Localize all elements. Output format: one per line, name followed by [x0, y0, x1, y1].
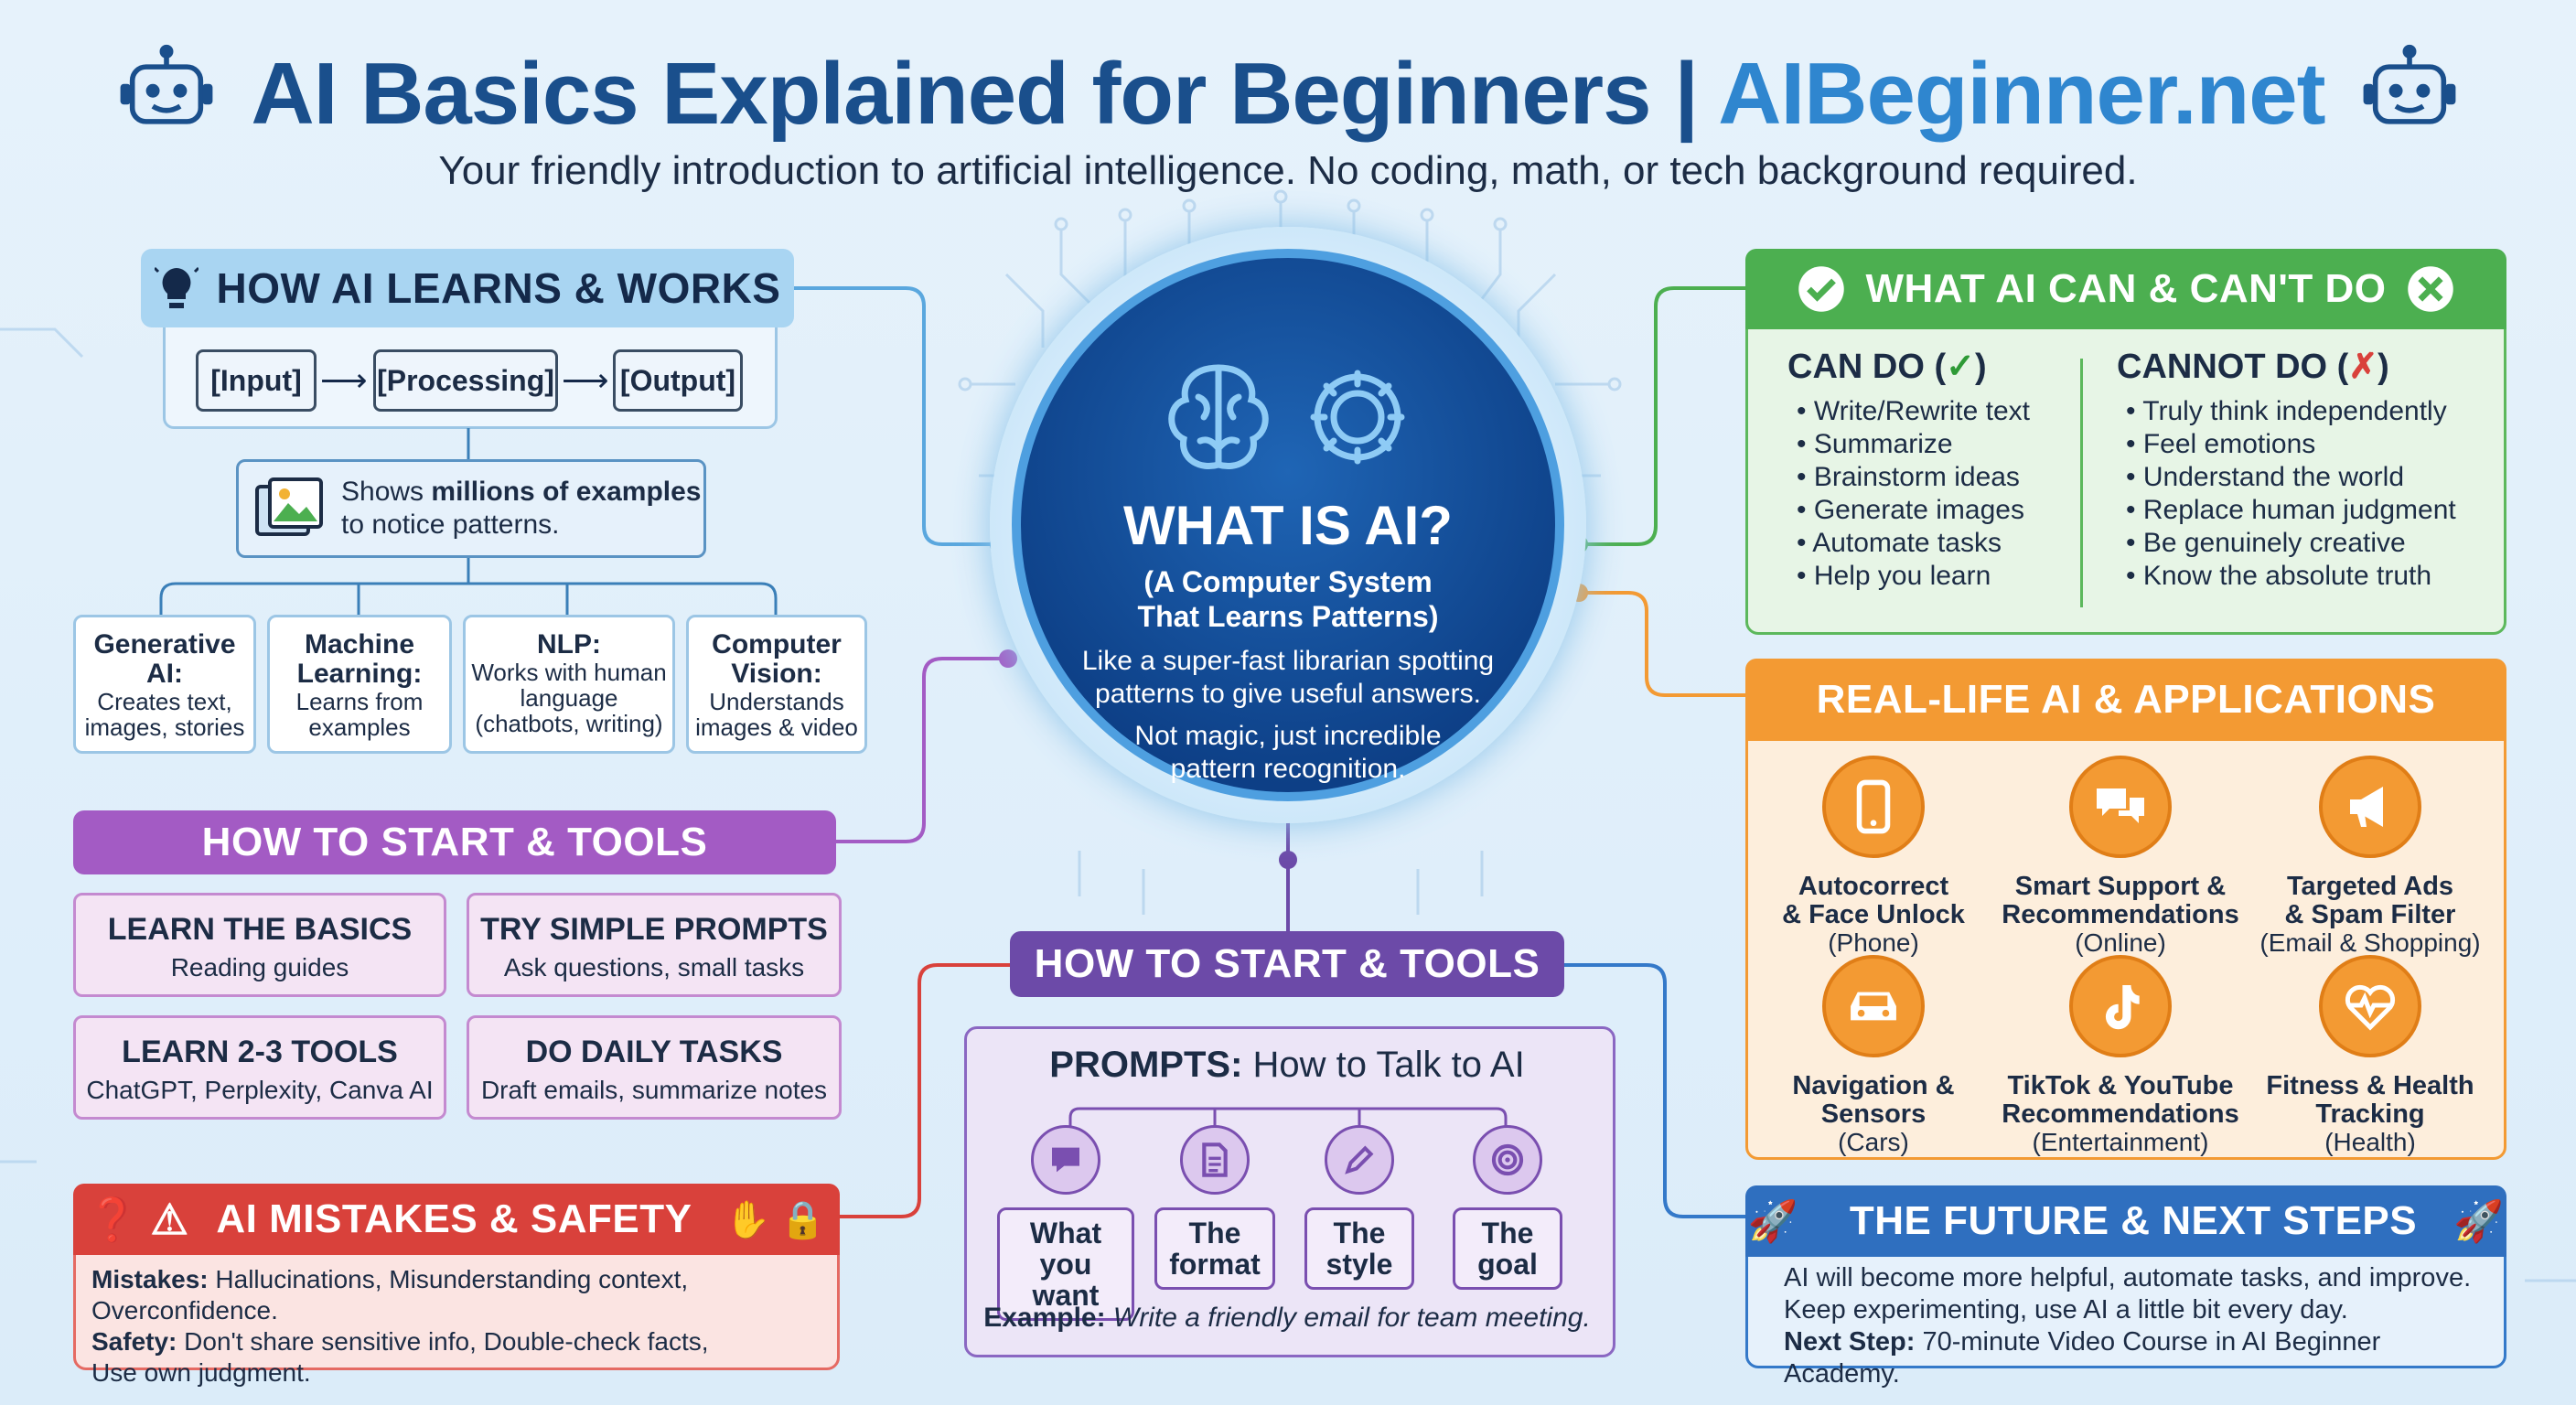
rocket-icon: 🚀 — [2453, 1199, 2505, 1244]
flow-output: [Output] — [613, 349, 743, 412]
can-do-title: CAN DO (✓) — [1787, 348, 1987, 386]
list-item: Know the absolute truth — [2126, 560, 2456, 593]
app-ads: Targeted Ads& Spam Filter(Email & Shoppi… — [2256, 756, 2485, 957]
chat-bubbles-icon — [2069, 756, 2172, 858]
start-tools-header: HOW TO START & TOOLS — [73, 810, 836, 874]
arrow-right-icon: ⟶ — [562, 361, 609, 399]
list-item: Help you learn — [1797, 560, 2030, 593]
target-icon — [1473, 1125, 1542, 1195]
category-computer-vision: Computer Vision:Understands images & vid… — [686, 615, 867, 754]
prompts-title: PROMPTS: How to Talk to AI — [1049, 1045, 1525, 1085]
flow-processing: [Processing] — [373, 349, 558, 412]
list-item: Summarize — [1797, 428, 2030, 461]
robot-icon — [2363, 44, 2456, 124]
list-item: Generate images — [1797, 494, 2030, 527]
cross-icon: ✗ — [2348, 348, 2378, 386]
future-header: 🚀 THE FUTURE & NEXT STEPS 🚀 — [1745, 1185, 2506, 1257]
prompts-header: HOW TO START & TOOLS — [1010, 931, 1564, 997]
cannot-do-list: Truly think independently Feel emotions … — [2126, 395, 2456, 593]
page-title: AI Basics Explained for Beginners | AIBe… — [251, 45, 2325, 143]
divider — [2080, 359, 2083, 607]
app-phone: Autocorrect& Face Unlock(Phone) — [1766, 756, 1981, 957]
document-icon — [1180, 1125, 1250, 1195]
brand-name: AIBeginner.net — [1718, 45, 2325, 143]
center-title: WHAT IS AI? — [1123, 495, 1453, 556]
future-text: AI will become more helpful, automate ta… — [1784, 1263, 2472, 1389]
list-item: Be genuinely creative — [2126, 527, 2456, 560]
prompts-example: Example: Write a friendly email for team… — [983, 1303, 1591, 1333]
heartbeat-icon — [2319, 955, 2421, 1057]
app-support: Smart Support &Recommendations(Online) — [2000, 756, 2241, 957]
chat-icon — [1031, 1125, 1100, 1195]
category-nlp: NLP:Works with human language (chatbots,… — [463, 615, 675, 754]
category-generative-ai: Generative AI:Creates text, images, stor… — [73, 615, 256, 754]
x-circle-icon — [2408, 266, 2454, 312]
apps-header: REAL-LIFE AI & APPLICATIONS — [1745, 659, 2506, 741]
safety-header: ❓ ⚠ AI MISTAKES & SAFETY ✋ 🔒 — [73, 1184, 840, 1255]
rocket-icon: 🚀 — [1747, 1199, 1798, 1244]
cando-header: WHAT AI CAN & CAN'T DO — [1745, 249, 2506, 329]
title-row: AI Basics Explained for Beginners | AIBe… — [0, 35, 2576, 154]
question-icon: ❓ — [86, 1195, 140, 1243]
apps-box — [1745, 659, 2506, 1160]
brain-gear-icon — [1168, 364, 1405, 469]
app-navigation: Navigation &Sensors(Cars) — [1766, 955, 1981, 1156]
pencil-icon — [1325, 1125, 1394, 1195]
list-item: Feel emotions — [2126, 428, 2456, 461]
category-machine-learning: Machine Learning:Learns from examples — [267, 615, 452, 754]
list-item: Truly think independently — [2126, 395, 2456, 428]
arrow-right-icon: ⟶ — [320, 361, 368, 399]
cannot-do-title: CANNOT DO (✗) — [2117, 348, 2389, 386]
robot-icon — [120, 44, 213, 124]
photo-gallery-icon — [255, 477, 323, 536]
lightbulb-icon — [154, 266, 199, 308]
can-do-list: Write/Rewrite text Summarize Brainstorm … — [1797, 395, 2030, 593]
list-item: Automate tasks — [1797, 527, 2030, 560]
list-item: Replace human judgment — [2126, 494, 2456, 527]
flow-input: [Input] — [196, 349, 317, 412]
list-item: Understand the world — [2126, 461, 2456, 494]
warning-icon: ⚠ — [150, 1196, 189, 1243]
tiktok-icon — [2069, 955, 2172, 1057]
checkmark-icon: ✓ — [1946, 348, 1975, 386]
list-item: Write/Rewrite text — [1797, 395, 2030, 428]
learns-header: HOW AI LEARNS & WORKS — [141, 249, 794, 327]
megaphone-icon — [2319, 756, 2421, 858]
phone-icon — [1822, 756, 1925, 858]
lock-icon: 🔒 — [779, 1199, 827, 1240]
car-icon — [1822, 955, 1925, 1057]
what-is-ai-circle — [1012, 249, 1564, 801]
check-circle-icon — [1798, 266, 1844, 312]
brain-icon: ✋ — [724, 1199, 771, 1240]
subtitle: Your friendly introduction to artificial… — [438, 148, 2138, 193]
list-item: Brainstorm ideas — [1797, 461, 2030, 494]
safety-text: Mistakes: Hallucinations, Misunderstandi… — [91, 1265, 709, 1387]
